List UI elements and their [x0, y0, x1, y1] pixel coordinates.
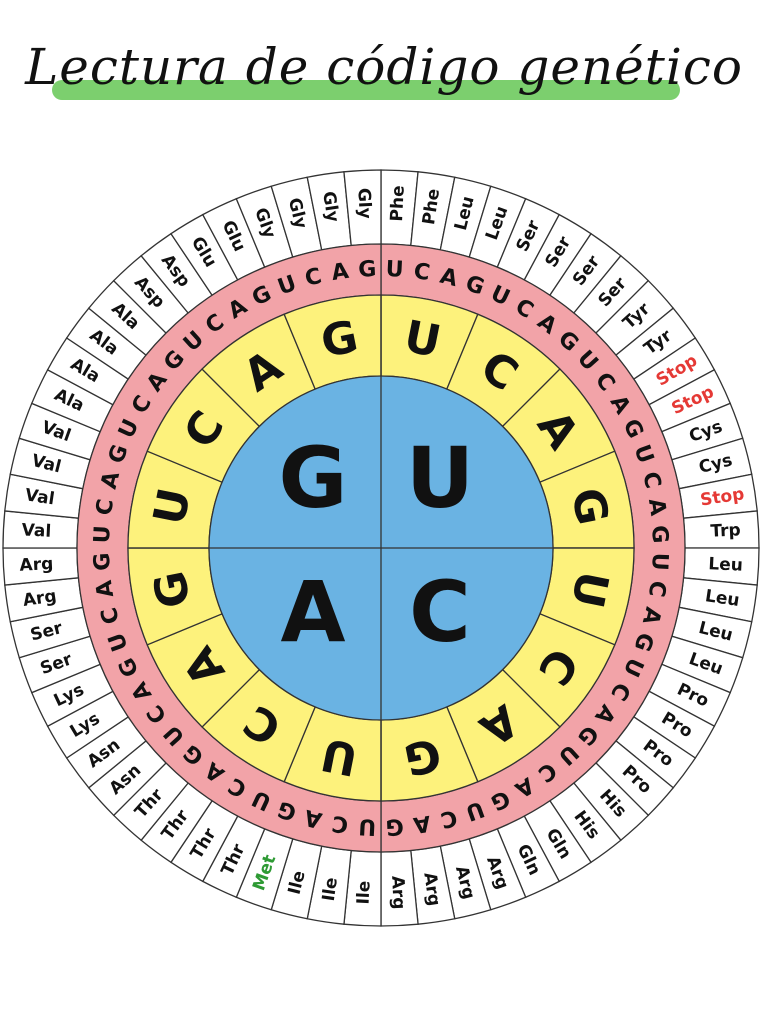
title-highlight [52, 80, 680, 100]
third-base-letter: G [90, 552, 116, 571]
amino-acid-label: Leu [704, 586, 741, 611]
amino-acid-label: Gly [318, 190, 342, 223]
amino-acid-label: Arg [22, 586, 58, 611]
first-base-letter: C [409, 563, 471, 661]
third-base-letter: G [385, 813, 404, 839]
first-base-letter: A [280, 563, 345, 661]
amino-acid-label: Leu [708, 554, 743, 576]
third-base-letter: C [643, 579, 670, 599]
amino-acid-label: Arg [419, 871, 444, 907]
amino-acid-label: Val [21, 520, 51, 541]
amino-acid-label: Arg [19, 554, 54, 576]
third-base-letter: U [646, 552, 672, 571]
third-base-letter: C [438, 804, 460, 832]
third-base-letter: C [412, 259, 432, 286]
third-base-letter: U [358, 813, 377, 839]
third-base-letter: U [90, 525, 116, 544]
third-base-letter: A [437, 264, 460, 292]
amino-acid-label: Ile [319, 876, 342, 902]
third-base-letter: C [97, 605, 125, 627]
third-base-letter: G [358, 257, 377, 283]
third-base-letter: C [92, 497, 119, 517]
amino-acid-label: Ile [354, 880, 375, 905]
amino-acid-label: Gly [353, 188, 374, 220]
third-base-letter: A [637, 604, 665, 627]
amino-acid-label: Val [24, 485, 56, 509]
third-base-letter: C [302, 264, 324, 292]
third-base-letter: C [637, 469, 665, 491]
page-title: Lectura de código genético [25, 38, 743, 96]
third-base-letter: C [330, 810, 350, 837]
third-base-letter: A [412, 810, 433, 837]
title-banner: Lectura de código genético [0, 0, 768, 150]
third-base-letter: A [97, 469, 125, 492]
first-base-letter: G [279, 429, 348, 527]
amino-acid-label: Arg [387, 875, 409, 910]
third-base-letter: A [92, 579, 119, 600]
first-base-letter: U [406, 429, 474, 527]
amino-acid-label: Phe [387, 185, 409, 222]
third-base-letter: U [385, 257, 404, 283]
third-base-letter: G [646, 525, 672, 544]
third-base-letter: A [302, 804, 325, 832]
third-base-letter: A [330, 259, 351, 286]
amino-acid-label: Trp [710, 520, 741, 541]
third-base-letter: A [643, 497, 670, 518]
